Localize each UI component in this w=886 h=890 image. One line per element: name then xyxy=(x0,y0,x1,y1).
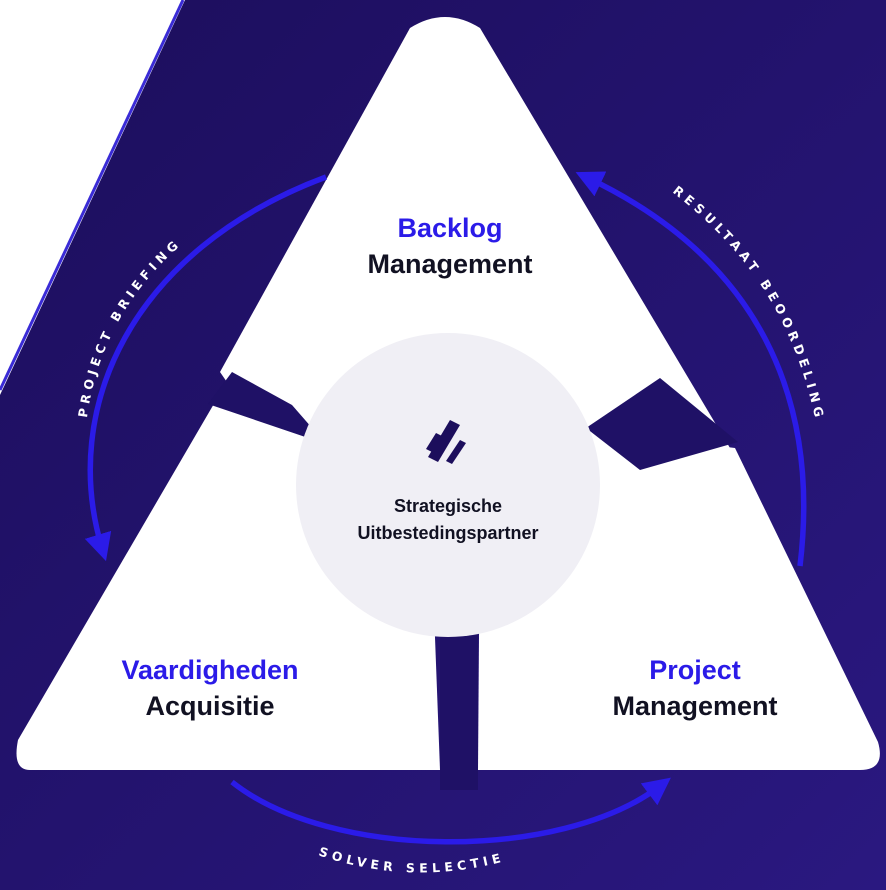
center-label: Strategische Uitbestedingspartner xyxy=(318,493,578,547)
left-section-label: Vaardigheden Acquisitie xyxy=(60,652,360,724)
left-section-title: Acquisitie xyxy=(145,691,275,721)
right-section-title: Management xyxy=(612,691,778,721)
left-section-highlight: Vaardigheden xyxy=(121,655,299,685)
center-line-2: Uitbestedingspartner xyxy=(357,523,539,543)
top-section-title: Management xyxy=(367,249,533,279)
right-section-label: Project Management xyxy=(545,652,845,724)
right-section-highlight: Project xyxy=(649,655,741,685)
corner-panel xyxy=(0,0,185,395)
divider-left xyxy=(208,372,326,444)
arrow-project-briefing xyxy=(84,174,327,562)
divider-right xyxy=(586,378,738,470)
corner-accent-line xyxy=(0,0,185,391)
arrow-resultaat-beoordeling xyxy=(575,171,807,567)
slash-logo-icon xyxy=(426,420,466,464)
arrow-solver-selectie xyxy=(230,777,671,845)
top-section-highlight: Backlog xyxy=(397,213,503,243)
center-hub xyxy=(296,333,600,637)
center-line-1: Strategische xyxy=(393,496,503,516)
top-section-label: Backlog Management xyxy=(300,210,600,282)
